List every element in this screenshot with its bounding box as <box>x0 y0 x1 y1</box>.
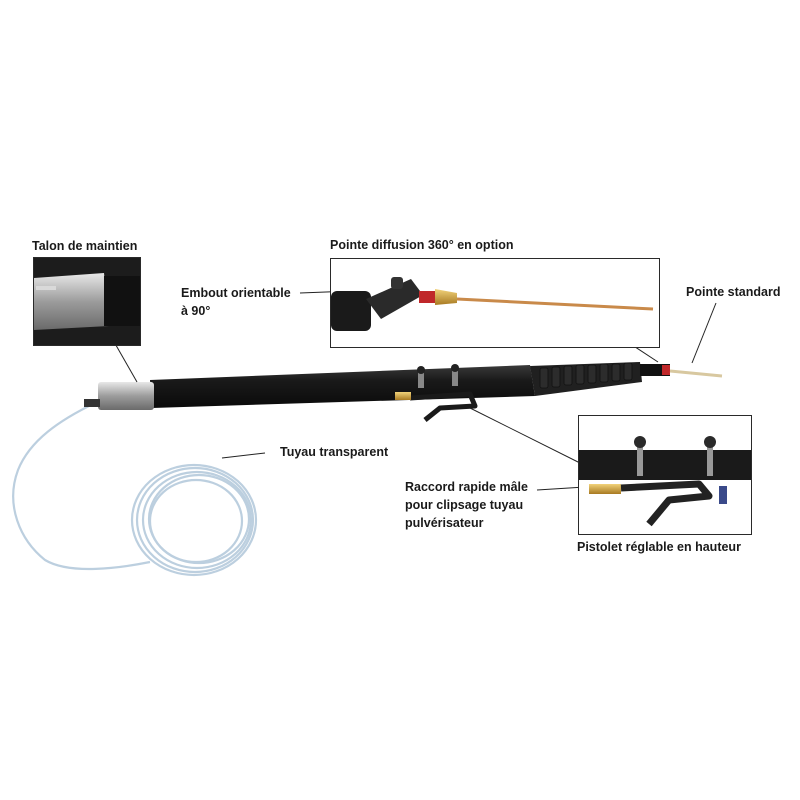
pistol-assembly <box>395 364 478 422</box>
label-talon: Talon de maintien <box>32 239 138 253</box>
ferrule <box>84 382 154 410</box>
inset-pistolet <box>578 415 752 535</box>
label-raccord-line1: Raccord rapide mâle <box>405 480 528 494</box>
label-pointe-standard: Pointe standard <box>686 285 781 299</box>
inset-pointe-diffusion <box>330 258 660 348</box>
label-embout-line1: Embout orientable <box>181 286 291 300</box>
label-tuyau: Tuyau transparent <box>280 445 389 459</box>
label-raccord-line3: pulvérisateur <box>405 516 484 530</box>
label-pointe-diffusion: Pointe diffusion 360° en option <box>330 238 514 252</box>
label-pistolet: Pistolet réglable en hauteur <box>577 540 741 554</box>
inset-talon <box>33 257 141 346</box>
transparent-hose <box>12 402 258 577</box>
label-raccord-line2: pour clipsage tuyau <box>405 498 524 512</box>
lance-body <box>150 362 723 408</box>
label-embout-line2: à 90° <box>181 304 211 318</box>
